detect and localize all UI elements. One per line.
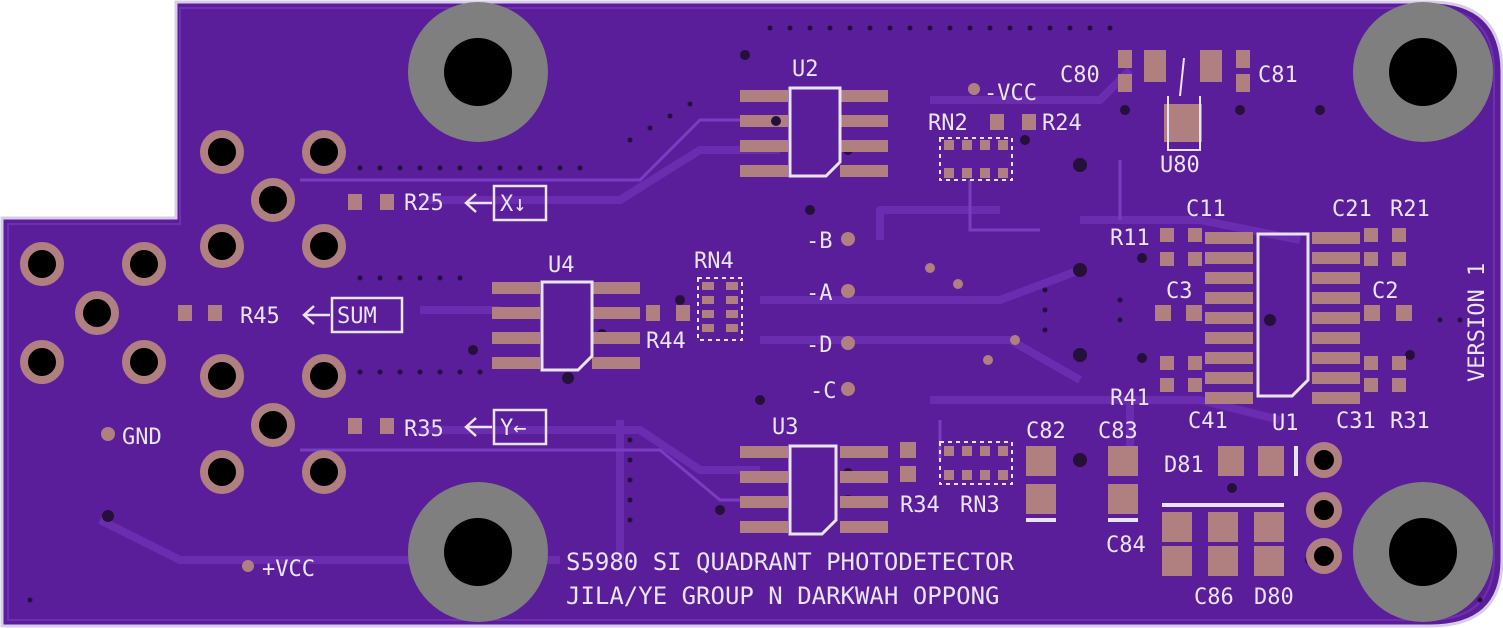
resistor-network-rn4 [702, 282, 738, 332]
ic-u4 [492, 282, 640, 369]
smd-large-caps [1026, 50, 1284, 576]
rn4-outline [697, 277, 743, 341]
label-c81: C81 [1258, 63, 1298, 88]
label-d81: D81 [1164, 453, 1204, 478]
label-r45: R45 [240, 304, 280, 329]
label-r35: R35 [404, 417, 444, 442]
through-hole-pins [20, 130, 1342, 574]
label-neg-a: -A [806, 281, 833, 306]
signal-arrows [302, 193, 492, 437]
label-r24: R24 [1042, 111, 1082, 136]
label-u3: U3 [772, 415, 799, 440]
board-version: VERSION 1 [1465, 263, 1490, 382]
resistor-network-rn3 [944, 446, 1008, 480]
label-sum-signal: SUM [337, 304, 377, 329]
board-title-line1: S5980 SI QUADRANT PHOTODETECTOR [566, 548, 1014, 576]
cap-markers [1026, 446, 1298, 522]
label-c11: C11 [1186, 197, 1226, 222]
u80-outline [1167, 57, 1201, 151]
label-neg-vcc: -VCC [984, 81, 1037, 106]
rn2-outline [939, 137, 1013, 181]
label-rn4: RN4 [694, 249, 734, 274]
label-u1: U1 [1272, 411, 1299, 436]
label-r21: R21 [1390, 197, 1430, 222]
ic-u2 [740, 90, 888, 177]
resistor-network-rn2 [944, 140, 1008, 178]
label-c80: C80 [1060, 63, 1100, 88]
test-pads [101, 83, 1020, 572]
label-y-signal: Y← [500, 416, 527, 441]
label-r11: R11 [1110, 226, 1150, 251]
label-x-signal: X↓ [500, 192, 527, 217]
label-u4: U4 [548, 253, 575, 278]
signal-tag-boxes [330, 184, 548, 446]
label-c3: C3 [1166, 279, 1193, 304]
label-c86: C86 [1194, 585, 1234, 610]
label-r25: R25 [404, 191, 444, 216]
label-c84: C84 [1106, 533, 1146, 558]
rn3-outline [939, 441, 1013, 485]
via-dots [27, 25, 1483, 603]
mounting-holes [408, 2, 1493, 622]
label-r44: R44 [646, 329, 686, 354]
board-title-line2: JILA/YE GROUP N DARKWAH OPPONG [566, 582, 999, 610]
ic-u1 [1205, 232, 1360, 404]
label-c21: C21 [1332, 197, 1372, 222]
ic-u3 [740, 446, 888, 533]
label-d80: D80 [1254, 585, 1294, 610]
ic-u3-outline [788, 444, 838, 536]
smd-passives [178, 50, 1412, 482]
label-c82: C82 [1026, 419, 1066, 444]
label-u80: U80 [1160, 153, 1200, 178]
label-r34: R34 [900, 493, 940, 518]
label-c41: C41 [1188, 409, 1228, 434]
ic-u4-outline [540, 280, 594, 372]
label-neg-b: -B [806, 229, 833, 254]
label-c2: C2 [1372, 279, 1399, 304]
label-r31: R31 [1390, 409, 1430, 434]
label-neg-c: -C [810, 379, 837, 404]
label-r41: R41 [1110, 386, 1150, 411]
label-rn2: RN2 [928, 111, 968, 136]
label-c83: C83 [1098, 419, 1138, 444]
label-rn3: RN3 [960, 493, 1000, 518]
ic-u1-outline [1256, 232, 1310, 398]
label-gnd: GND [122, 425, 162, 450]
label-pos-vcc: +VCC [262, 557, 315, 582]
ic-u2-outline [788, 86, 842, 178]
label-u2: U2 [792, 57, 819, 82]
label-neg-d: -D [806, 333, 833, 358]
label-c31: C31 [1336, 409, 1376, 434]
